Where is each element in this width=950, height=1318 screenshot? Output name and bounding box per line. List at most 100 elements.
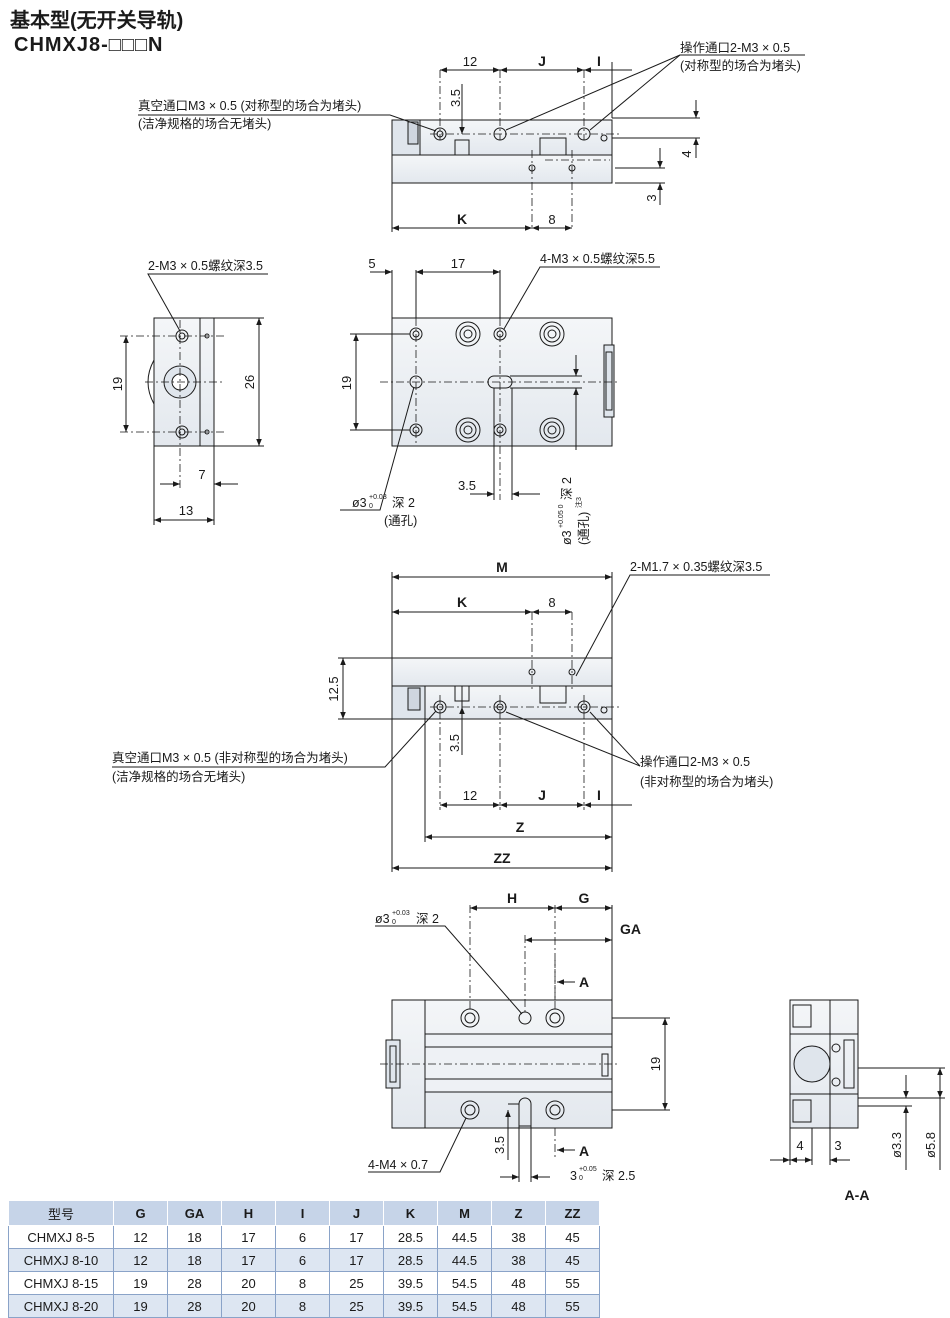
table-cell: 20 bbox=[221, 1271, 276, 1295]
table-header: M bbox=[437, 1200, 492, 1226]
table-cell: CHMXJ 8-15 bbox=[8, 1271, 114, 1295]
table-cell: 28 bbox=[167, 1271, 222, 1295]
view5-pin-depth: 深 2 bbox=[416, 912, 439, 926]
model-code: CHMXJ8-□□□N bbox=[14, 34, 164, 56]
view4-vacuum-port-sub: (洁净规格的场合无堵头) bbox=[112, 769, 245, 784]
view4-upper-body bbox=[391, 657, 613, 687]
view1-vacuum-port-note: 真空通口M3 × 0.5 (对称型的场合为堵头) bbox=[138, 98, 361, 113]
table-header: GA bbox=[167, 1200, 222, 1226]
table-cell: 48 bbox=[491, 1271, 546, 1295]
view6-dim-3: 3 bbox=[834, 1138, 841, 1153]
view5-pin-tol-upper: +0.03 bbox=[392, 910, 410, 917]
view5-pin-hole: ø3 bbox=[375, 912, 390, 926]
view3-vert-depth: 深 2 bbox=[560, 477, 574, 500]
view6-dim-5-8: ø5.8 bbox=[923, 1132, 938, 1158]
table-cell: 19 bbox=[113, 1271, 168, 1295]
view2-end-view bbox=[120, 273, 268, 525]
view1-dim-J: J bbox=[538, 53, 546, 69]
view3-thread-note: 4-M3 × 0.5螺纹深5.5 bbox=[540, 252, 655, 266]
table-cell: 8 bbox=[275, 1271, 330, 1295]
view3-dim-19: 19 bbox=[339, 376, 354, 390]
table-cell: 18 bbox=[167, 1225, 222, 1249]
view3-vert-tol: +0.05 0 bbox=[558, 504, 565, 528]
table-cell: 18 bbox=[167, 1248, 222, 1272]
table-cell: 38 bbox=[491, 1248, 546, 1272]
view4-dim-ZZ: ZZ bbox=[493, 850, 511, 866]
view4-dim-M: M bbox=[496, 559, 508, 575]
table-header: 型号 bbox=[8, 1200, 114, 1226]
view3-pin-depth: 深 2 bbox=[392, 496, 415, 510]
view4-operating-port-sub: (非对称型的场合为堵头) bbox=[640, 774, 773, 789]
table-cell: CHMXJ 8-10 bbox=[8, 1248, 114, 1272]
view4-dim-I: I bbox=[597, 787, 601, 803]
table-cell: 8 bbox=[275, 1294, 330, 1318]
table-cell: 17 bbox=[221, 1248, 276, 1272]
view5-pin-tol-lower: 0 bbox=[392, 919, 396, 926]
table-cell: 28.5 bbox=[383, 1225, 438, 1249]
view4-dim-12: 12 bbox=[463, 788, 477, 803]
view4-dim-3-5: 3.5 bbox=[447, 734, 462, 752]
view4-dim-Z: Z bbox=[516, 819, 525, 835]
table-cell: 25 bbox=[329, 1294, 384, 1318]
view3-vert-through: (通孔) bbox=[577, 512, 591, 545]
view3-dim-3-5: 3.5 bbox=[458, 478, 476, 493]
table-row: CHMXJ 8-10 12 18 17 6 17 28.5 44.5 38 45 bbox=[8, 1248, 600, 1272]
table-cell: 55 bbox=[545, 1294, 600, 1318]
view1-dim-8: 8 bbox=[548, 212, 555, 227]
view5-bottom-view bbox=[368, 905, 670, 1182]
view4-dim-8: 8 bbox=[548, 595, 555, 610]
table-cell: 39.5 bbox=[383, 1294, 438, 1318]
view6-dim-3-3: ø3.3 bbox=[889, 1132, 904, 1158]
table-cell: CHMXJ 8-20 bbox=[8, 1294, 114, 1318]
view2-dim-26: 26 bbox=[242, 375, 257, 389]
dimension-table: 型号 G GA H I J K M Z ZZ CHMXJ 8-5 12 18 1… bbox=[8, 1200, 600, 1318]
view1-side-view bbox=[138, 54, 805, 232]
table-header: ZZ bbox=[545, 1200, 600, 1226]
table-cell: 6 bbox=[275, 1225, 330, 1249]
page-title: 基本型(无开关导轨) bbox=[10, 10, 184, 32]
view4-operating-port-note: 操作通口2-M3 × 0.5 bbox=[640, 754, 750, 769]
view4-dim-K: K bbox=[457, 594, 467, 610]
table-row: CHMXJ 8-20 19 28 20 8 25 39.5 54.5 48 55 bbox=[8, 1294, 600, 1318]
table-header: K bbox=[383, 1200, 438, 1226]
view5-slot-tol-lower: 0 bbox=[579, 1175, 583, 1182]
view6-section-A-A bbox=[770, 999, 945, 1170]
view2-dim-13: 13 bbox=[179, 503, 193, 518]
view1-dim-4: 4 bbox=[679, 150, 694, 157]
table-cell: 28.5 bbox=[383, 1248, 438, 1272]
view5-dim-19: 19 bbox=[648, 1057, 663, 1071]
view4-lower-body bbox=[424, 685, 613, 720]
view2-thread-note: 2-M3 × 0.5螺纹深3.5 bbox=[148, 259, 263, 273]
table-cell: 19 bbox=[113, 1294, 168, 1318]
table-row: CHMXJ 8-5 12 18 17 6 17 28.5 44.5 38 45 bbox=[8, 1225, 600, 1249]
view5-slot: 3 bbox=[570, 1169, 577, 1183]
table-cell: 17 bbox=[329, 1225, 384, 1249]
view3-vertical-pin-note: ø3 +0.05 0 深 2 (通孔) 注3 bbox=[558, 477, 591, 545]
view4-dim-J: J bbox=[538, 787, 546, 803]
view5-dim-H: H bbox=[507, 890, 517, 906]
view2-dim-19: 19 bbox=[110, 377, 125, 391]
table-cell: 45 bbox=[545, 1225, 600, 1249]
view5-slot-depth: 深 2.5 bbox=[602, 1169, 635, 1183]
view1-dim-I: I bbox=[597, 53, 601, 69]
table-cell: 45 bbox=[545, 1248, 600, 1272]
view3-pin-tol-upper: +0.03 bbox=[369, 494, 387, 501]
view3-plan-view bbox=[340, 266, 660, 511]
table-cell: CHMXJ 8-5 bbox=[8, 1225, 114, 1249]
view5-section-A-bottom: A bbox=[579, 1143, 589, 1159]
view3-vert-pin: ø3 bbox=[560, 530, 574, 545]
table-cell: 48 bbox=[491, 1294, 546, 1318]
view1-vacuum-port-sub: (洁净规格的场合无堵头) bbox=[138, 116, 271, 131]
table-header: G bbox=[113, 1200, 168, 1226]
table-cell: 44.5 bbox=[437, 1225, 492, 1249]
table-header-row: 型号 G GA H I J K M Z ZZ bbox=[8, 1200, 600, 1226]
view5-section-A-top: A bbox=[579, 974, 589, 990]
view4-vacuum-port-note: 真空通口M3 × 0.5 (非对称型的场合为堵头) bbox=[112, 750, 348, 765]
view3-pin-through: (通孔) bbox=[384, 514, 417, 528]
table-header: Z bbox=[491, 1200, 546, 1226]
table-header: J bbox=[329, 1200, 384, 1226]
view4-dim-12-5: 12.5 bbox=[326, 676, 341, 701]
view1-dim-K: K bbox=[457, 211, 467, 227]
view5-dim-G: G bbox=[579, 890, 590, 906]
